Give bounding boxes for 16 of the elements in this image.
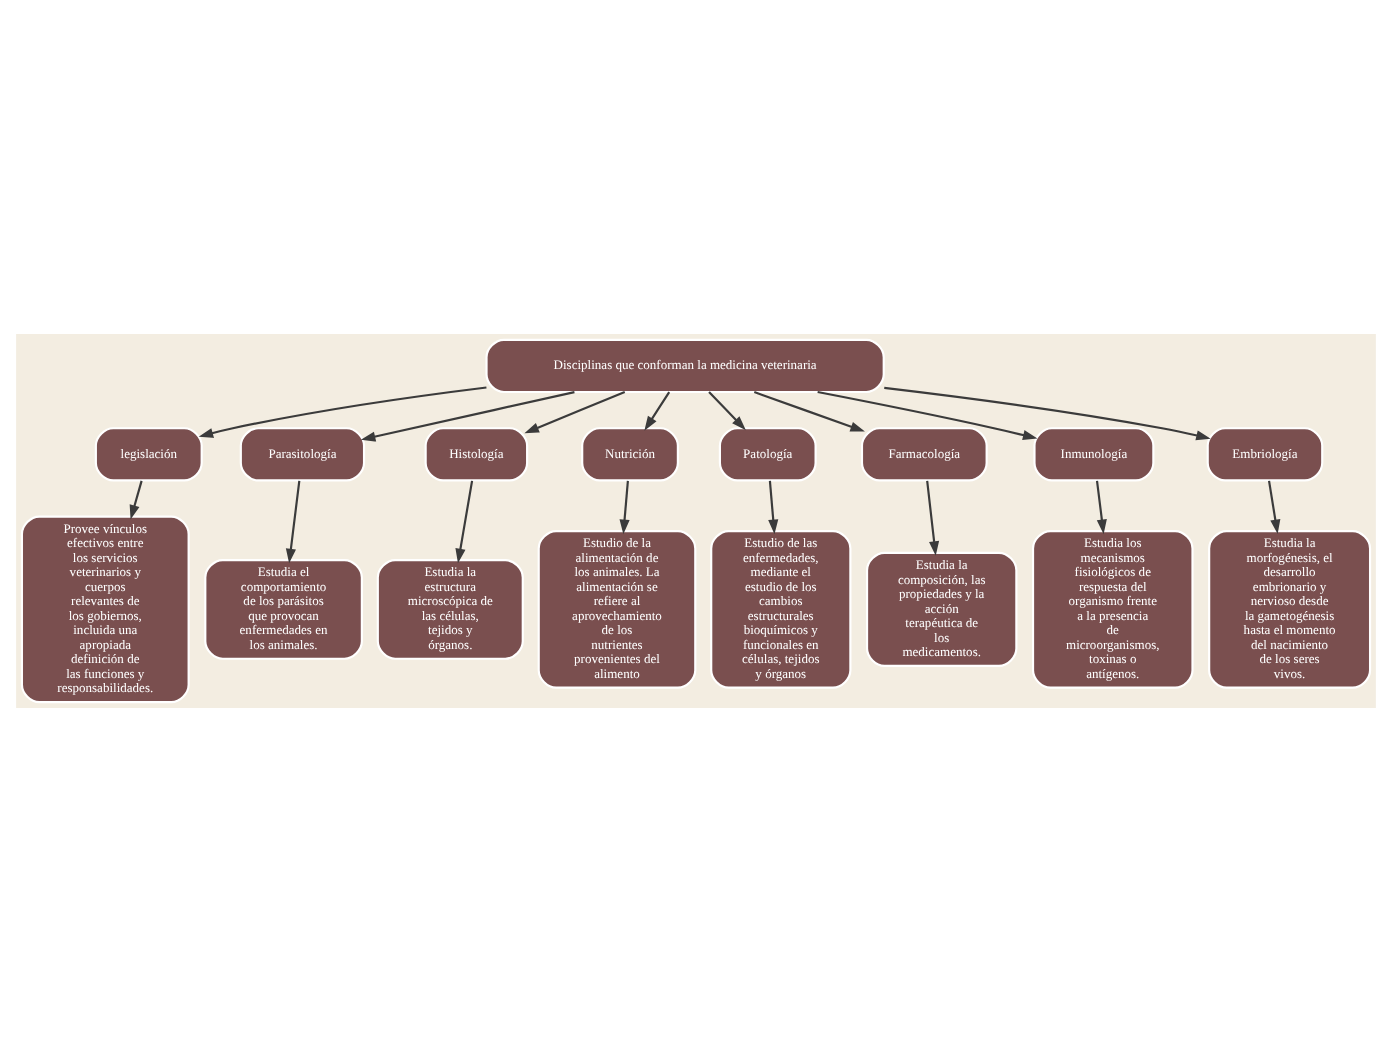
arrow	[285, 479, 301, 563]
arrow	[198, 385, 487, 437]
arrow	[619, 479, 630, 534]
arrow	[644, 390, 671, 430]
arrow	[1095, 479, 1107, 534]
arrow	[926, 479, 940, 555]
arrow	[768, 479, 779, 534]
arrow	[524, 390, 626, 433]
arrow	[360, 390, 575, 441]
arrow	[129, 479, 143, 519]
arrow	[753, 390, 865, 431]
arrow	[708, 390, 746, 430]
arrow	[1267, 479, 1281, 534]
arrow	[455, 479, 474, 563]
arrow	[817, 390, 1038, 439]
arrow	[884, 385, 1211, 440]
